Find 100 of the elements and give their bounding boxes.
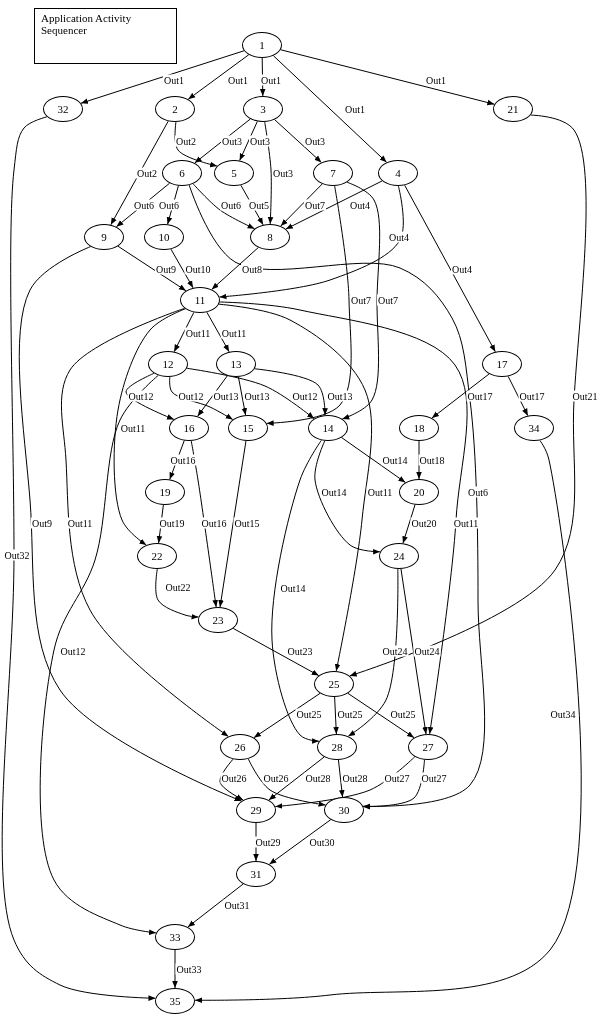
arrow: [218, 440, 247, 608]
edge-label: Out12: [59, 645, 87, 657]
edge-label: Out13: [326, 390, 354, 402]
graph-node: 31: [236, 861, 276, 887]
edge-label: Out11: [220, 327, 248, 339]
edge-label: Out14: [279, 582, 307, 594]
arrow: [232, 627, 320, 677]
edge-label: Out17: [466, 390, 494, 402]
edge-label: Out1: [260, 74, 282, 86]
edge-label: Out12: [127, 390, 155, 402]
arrow: [155, 568, 199, 620]
edge-label: Out25: [295, 708, 323, 720]
edge-label: Out3: [249, 135, 271, 147]
graph-node: 13: [216, 351, 256, 377]
edge-label: Out15: [233, 517, 261, 529]
edge-label: Out12: [291, 390, 319, 402]
edge-label: Out20: [410, 517, 438, 529]
edge-label: Out31: [223, 899, 251, 911]
arrow: [219, 758, 244, 801]
edge-label: Out10: [184, 263, 212, 275]
arrow: [166, 185, 179, 225]
graph-node: 11: [180, 287, 220, 313]
graph-node: 17: [482, 351, 522, 377]
arrow: [266, 185, 352, 426]
arrow: [80, 50, 245, 104]
edge-label: Out9: [31, 517, 53, 529]
arrow: [253, 692, 321, 739]
edge-label: Out29: [254, 836, 282, 848]
edge-label: Out6: [467, 486, 489, 498]
graph-node: 24: [379, 543, 419, 569]
edge-label: Out19: [158, 517, 186, 529]
arrow: [237, 376, 248, 416]
graph-node: 29: [236, 797, 276, 823]
edge-label: Out34: [549, 708, 577, 720]
graph-node: 2: [155, 96, 195, 122]
arrow: [197, 375, 228, 417]
edge-label: Out13: [212, 390, 240, 402]
arrow: [362, 759, 425, 810]
edge-label: Out16: [200, 517, 228, 529]
edge-label: Out28: [341, 772, 369, 784]
edge-label: Out11: [119, 422, 147, 434]
graph-node: 6: [162, 160, 202, 186]
graph-node: 22: [137, 543, 177, 569]
edge-label: Out4: [349, 199, 371, 211]
graph-node: 8: [250, 224, 290, 250]
edge-label: Out11: [366, 486, 394, 498]
title-box: Application Activity Sequencer: [34, 8, 177, 64]
edge-label: Out23: [286, 645, 314, 657]
edge-label: Out5: [248, 199, 270, 211]
graph-node: 32: [43, 96, 83, 122]
arrow: [280, 49, 495, 106]
graph-node: 14: [308, 415, 348, 441]
edge-label: Out6: [220, 199, 242, 211]
arrow: [240, 184, 264, 226]
arrow: [239, 120, 258, 162]
graph-node: 20: [399, 479, 439, 505]
arrow: [187, 883, 244, 928]
arrow: [268, 756, 325, 801]
arrow: [347, 568, 399, 737]
graph-node: 19: [145, 479, 185, 505]
arrow: [404, 184, 496, 353]
edge-label: Out8: [241, 263, 263, 275]
arrow: [431, 373, 490, 419]
graph-node: 10: [144, 224, 184, 250]
edge-label: Out9: [155, 263, 177, 275]
edge-label: Out4: [388, 231, 410, 243]
arrow: [280, 183, 323, 227]
arrow: [211, 247, 259, 290]
arrow: [39, 374, 159, 935]
edge-label: Out11: [452, 517, 480, 529]
edge-label: Out1: [425, 74, 447, 86]
arrow: [218, 303, 373, 672]
edge-label: Out27: [420, 772, 448, 784]
edge-label: Out3: [221, 135, 243, 147]
edge-label: Out6: [133, 199, 155, 211]
edge-label: Out14: [320, 486, 348, 498]
arrow: [349, 114, 587, 677]
graph-node: 4: [378, 160, 418, 186]
edge-label: Out24: [381, 645, 409, 657]
arrow: [113, 308, 186, 546]
graph-node: 33: [155, 924, 195, 950]
arrow: [268, 819, 332, 865]
edge-label: Out1: [344, 103, 366, 115]
graph-node: 18: [399, 415, 439, 441]
edge-label: Out30: [308, 836, 336, 848]
graph-node: 15: [228, 415, 268, 441]
edge-label: Out22: [164, 581, 192, 593]
edge-label: Out4: [451, 263, 473, 275]
arrow: [194, 439, 582, 1004]
edge-label: Out2: [175, 135, 197, 147]
arrow: [341, 181, 381, 420]
arrow: [192, 183, 256, 230]
arrow: [285, 180, 383, 230]
edge-label: Out17: [518, 390, 546, 402]
edge-label: Out28: [304, 772, 332, 784]
arrow: [272, 55, 388, 163]
arrow: [507, 375, 529, 417]
arrow: [110, 120, 169, 226]
arrow: [125, 372, 175, 420]
edge-label: Out11: [66, 517, 94, 529]
